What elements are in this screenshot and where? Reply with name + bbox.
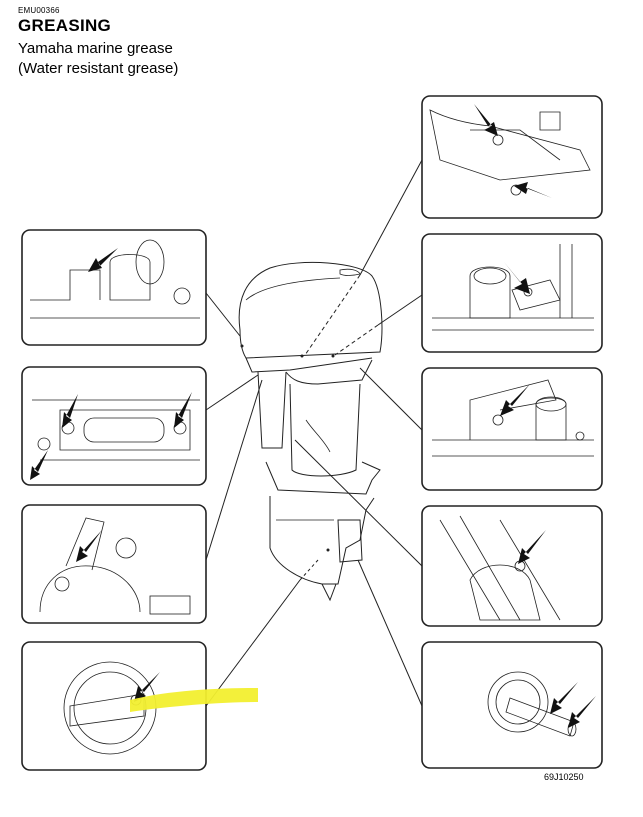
panel-left-1 [21, 229, 207, 346]
panel-right-5 [421, 641, 603, 769]
section-code: EMU00366 [18, 6, 60, 15]
subtitle-line-2: (Water resistant grease) [18, 60, 179, 77]
page-title: GREASING [18, 16, 112, 35]
panel-left-3 [21, 504, 207, 624]
panel-right-3 [421, 367, 603, 491]
subtitle-line-1: Yamaha marine grease [18, 40, 173, 57]
panel-left-4 [21, 641, 258, 771]
leader-lines [205, 159, 423, 707]
highlighter-mark [130, 688, 258, 712]
outboard-motor [238, 261, 383, 602]
panel-right-2 [421, 233, 603, 353]
panel-left-2 [21, 366, 207, 486]
panel-right-1 [421, 95, 603, 219]
figure-code: 69J10250 [544, 772, 584, 782]
panel-right-4 [421, 505, 603, 627]
